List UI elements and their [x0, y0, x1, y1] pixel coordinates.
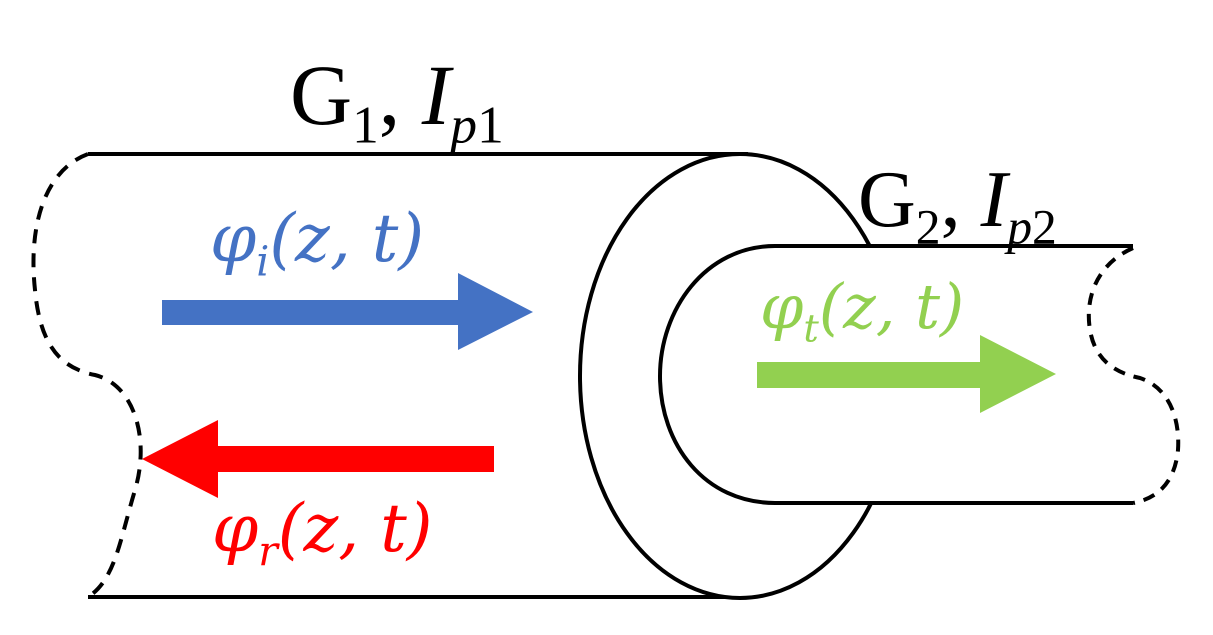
- transmitted-wave-label: φt(z, t): [760, 276, 964, 349]
- incident-wave-arrow: [162, 273, 533, 350]
- reflected-wave-args: (z, t): [277, 490, 433, 567]
- shaft-2-inertia-subscript: p2: [1007, 199, 1057, 255]
- shaft-1-separator: ,: [378, 47, 401, 143]
- transmitted-wave-arrow: [757, 335, 1056, 413]
- reflected-wave-label: φr(z, t): [212, 496, 433, 572]
- shaft-2-separator: ,: [940, 156, 961, 244]
- incident-wave-label: φi(z, t): [210, 206, 424, 282]
- shaft-1-inertia-symbol: I: [421, 47, 451, 143]
- transmitted-wave-subscript: t: [803, 306, 819, 352]
- shaft-1-label: G1, Ip1: [290, 52, 504, 152]
- shaft-2-modulus-subscript: 2: [915, 199, 941, 255]
- shaft-2-label: G2, Ip2: [858, 160, 1057, 252]
- reflected-wave-arrow: [142, 420, 494, 498]
- shaft-1-modulus-symbol: G: [290, 47, 353, 143]
- incident-wave-symbol: φ: [210, 200, 257, 277]
- incident-wave-args: (z, t): [269, 200, 425, 277]
- reflected-wave-subscript: r: [258, 527, 278, 576]
- shaft-1-modulus-subscript: 1: [352, 94, 379, 155]
- transmitted-wave-args: (z, t): [818, 270, 965, 343]
- shaft-2-inertia-symbol: I: [980, 156, 1008, 244]
- reflected-wave-symbol: φ: [212, 490, 259, 567]
- shaft-2-cut-edge: [1086, 246, 1181, 505]
- shaft-2-modulus-symbol: G: [858, 156, 916, 244]
- transmitted-wave-symbol: φ: [760, 270, 804, 343]
- shaft-1-cut-edge: [31, 152, 143, 599]
- incident-wave-subscript: i: [256, 237, 270, 286]
- shaft-1-inertia-subscript: p1: [450, 94, 504, 155]
